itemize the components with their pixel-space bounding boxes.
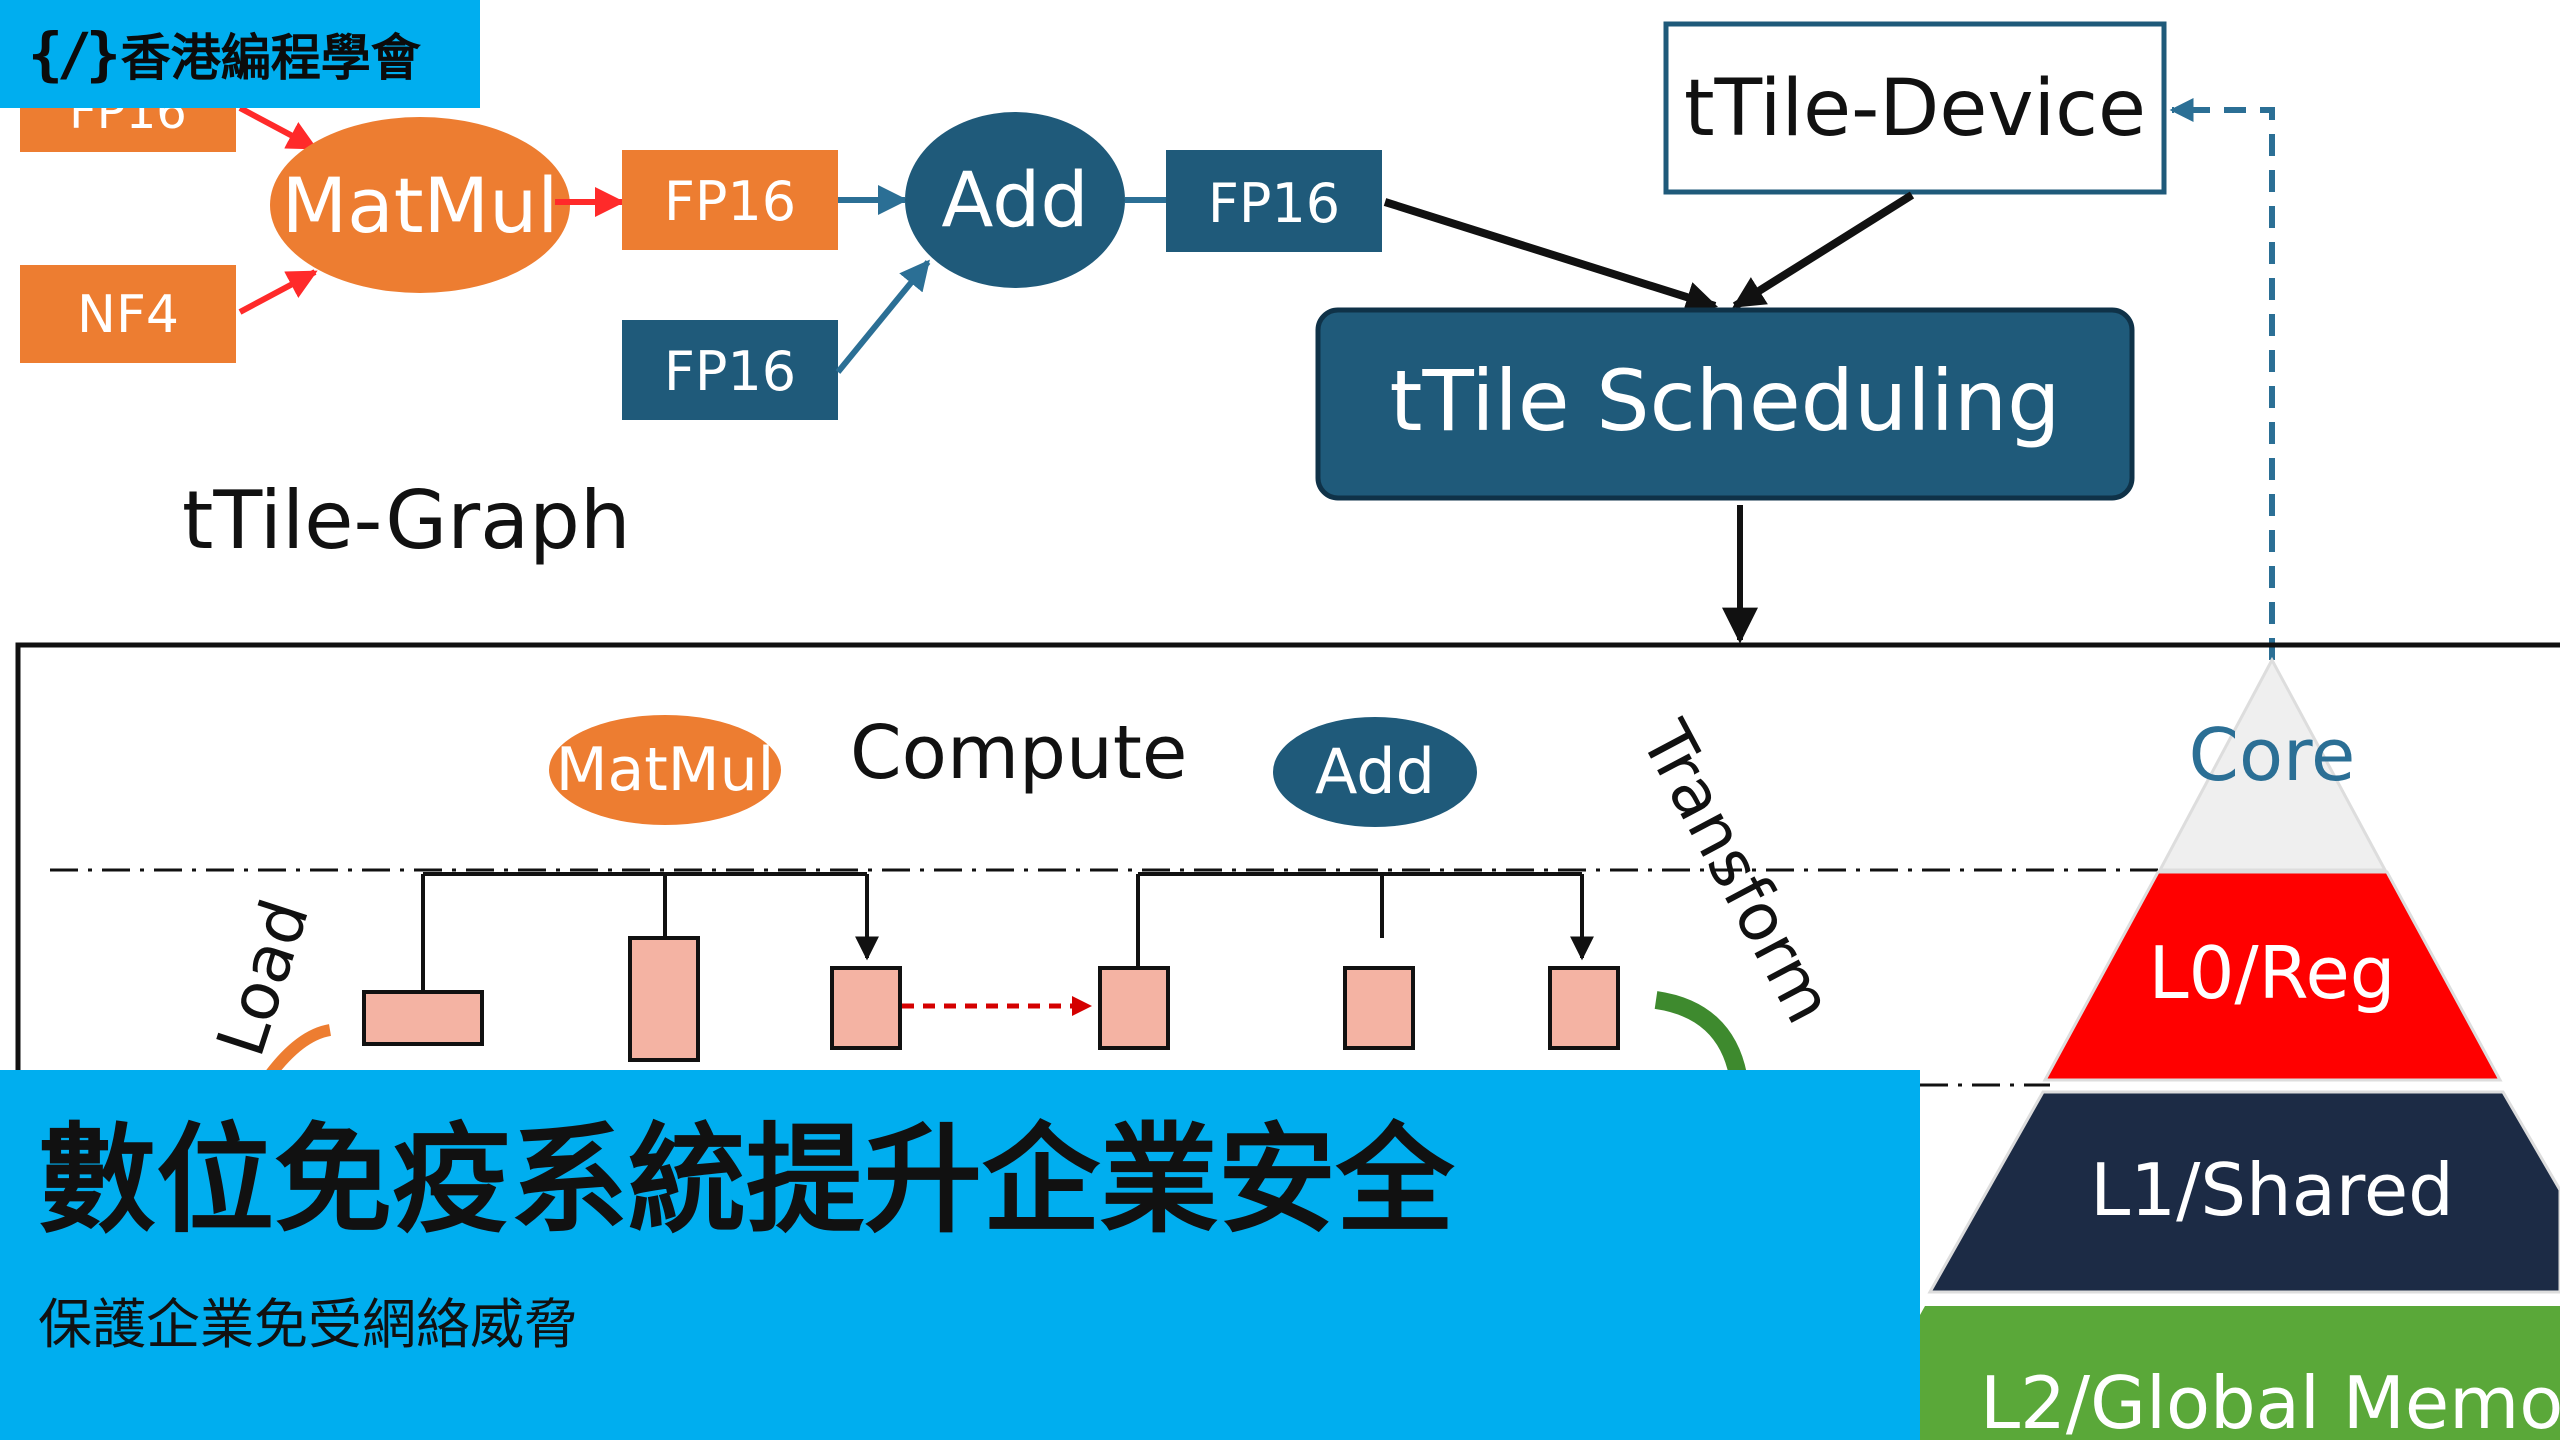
article-banner[interactable]: 數位免疫系統提升企業安全 保護企業免受網絡威脅	[0, 1070, 1920, 1440]
pipeline-transform-label: Transform	[1625, 708, 1848, 1035]
fp16-after-matmul-node	[622, 150, 838, 250]
nf4-node	[20, 265, 236, 363]
pyramid-core-label: Core	[2189, 713, 2356, 797]
site-name: 香港編程學會	[120, 29, 421, 87]
pyramid-core-tier	[2157, 656, 2388, 872]
tile-block-5	[1343, 966, 1415, 1050]
pyramid-l2-tier	[1850, 1306, 2560, 1440]
tile-block-1	[362, 990, 484, 1046]
pipeline-frame	[15, 642, 2560, 1080]
pipeline-matmul-node	[549, 715, 781, 825]
fp16-after-add-label: FP16	[1208, 172, 1340, 235]
edge-device-to-scheduling	[1732, 191, 1915, 310]
tile-block-3	[830, 966, 902, 1050]
pyramid-l0-tier	[2042, 870, 2503, 1082]
tile-block-4	[1098, 966, 1170, 1050]
ttile-device-box	[1663, 21, 2167, 195]
nf4-label: NF4	[77, 285, 179, 345]
code-bracket-icon: {/}	[28, 20, 121, 88]
ttile-scheduling-label: tTile Scheduling	[1390, 352, 2061, 450]
tile-block-6	[1548, 966, 1620, 1050]
pipeline-add-node	[1273, 717, 1477, 827]
edge-fp16-to-matmul	[238, 105, 318, 151]
fp16-after-add-node	[1166, 150, 1382, 252]
add-bracket-connectors	[1136, 872, 1594, 968]
fp16-after-matmul-label: FP16	[664, 170, 796, 233]
ttile-graph-label: tTile-Graph	[182, 474, 631, 567]
load-curved-arrow	[265, 1024, 332, 1079]
tile-block-2	[628, 936, 700, 1062]
fp16-lower-label: FP16	[664, 340, 796, 403]
fp16-lower-node	[622, 320, 838, 420]
site-logo[interactable]: {/} 香港編程學會	[0, 0, 480, 108]
pyramid-l2-label: L2/Global Memory	[1980, 1361, 2560, 1440]
matmul-op-label: MatMul	[282, 161, 559, 250]
edge-graph-to-scheduling	[1383, 198, 1719, 313]
pyramid-l1-tier	[1927, 1090, 2560, 1294]
ttile-device-label: tTile-Device	[1684, 64, 2146, 154]
edge-fp16-lower-to-add	[835, 259, 931, 374]
pyramid-l0-label: L0/Reg	[2149, 931, 2396, 1015]
ttile-scheduling-box	[1315, 307, 2135, 501]
edge-nf4-to-matmul	[238, 269, 318, 315]
transform-curved-arrow	[1654, 991, 1747, 1078]
add-op-label: Add	[941, 155, 1088, 244]
pyramid-l1-label: L1/Shared	[2090, 1148, 2454, 1232]
pipeline-matmul-label: MatMul	[556, 735, 775, 805]
add-op-node	[905, 112, 1125, 288]
pipeline-add-label: Add	[1315, 735, 1435, 808]
core-to-device-dashed-arrow	[2169, 98, 2275, 660]
article-subtitle: 保護企業免受網絡威脅	[38, 1292, 578, 1356]
article-title: 數位免疫系統提升企業安全	[38, 1111, 1455, 1249]
pipeline-compute-label: Compute	[850, 710, 1187, 796]
matmul-op-node	[270, 117, 570, 293]
matmul-bracket-connectors	[421, 872, 879, 996]
